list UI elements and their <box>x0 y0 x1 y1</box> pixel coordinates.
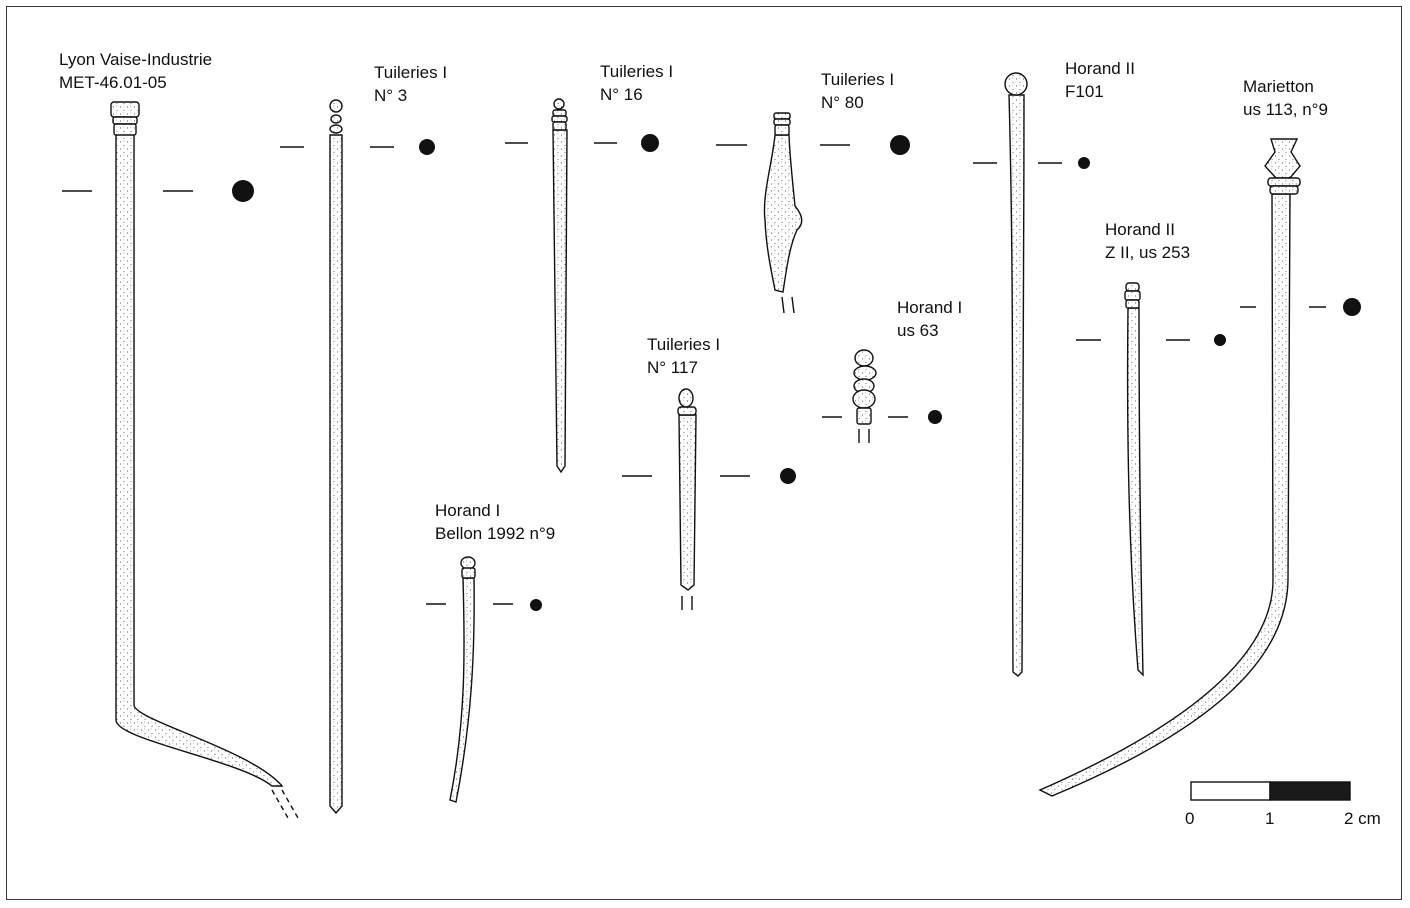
pin-horand1-us63 <box>852 349 877 443</box>
section-dot-t3 <box>419 139 435 155</box>
scale-label-one: 1 <box>1265 809 1275 828</box>
scale-segment-white <box>1190 781 1271 801</box>
pin-f101-shaft <box>1008 94 1025 677</box>
pin-tuileries-3 <box>329 99 343 815</box>
scale-bar <box>1190 781 1351 801</box>
pin-marietton-head <box>1264 138 1301 179</box>
scale-segment-black <box>1269 781 1351 801</box>
label-f101-site: Horand II <box>1065 59 1135 78</box>
scale-label-zero: 0 <box>1185 809 1195 828</box>
pin-z2-shaft <box>1126 307 1144 677</box>
pin-horand2-f101 <box>1004 72 1028 677</box>
label-bellon-ref: Bellon 1992 n°9 <box>435 524 556 543</box>
pin-t16-shaft <box>552 129 568 474</box>
label-tuileries-117: Tuileries I N° 117 <box>647 333 720 379</box>
label-us63-ref: us 63 <box>897 321 939 340</box>
pin-horand2-z2 <box>1124 282 1144 677</box>
section-dot-lyon <box>232 180 254 202</box>
section-dot-t80 <box>890 135 910 155</box>
section-dot-t117 <box>780 468 796 484</box>
label-t80-site: Tuileries I <box>821 70 895 89</box>
label-lyon-site: Lyon Vaise-Industrie <box>59 50 213 69</box>
pin-t3-shaft <box>329 134 343 815</box>
section-dot-f101 <box>1078 157 1090 169</box>
pin-tuileries-117 <box>677 388 697 610</box>
label-horand1-bellon: Horand I Bellon 1992 n°9 <box>435 499 555 545</box>
section-dot-bellon <box>530 599 542 611</box>
pin-tuileries-16 <box>551 98 568 474</box>
label-horand2-z2: Horand II Z II, us 253 <box>1105 218 1190 264</box>
pin-t117-shaft <box>678 414 697 591</box>
label-tuileries-3: Tuileries I N° 3 <box>374 61 447 107</box>
section-dot-z2 <box>1214 334 1226 346</box>
pin-marietton <box>1038 138 1301 797</box>
pin-lyon-head <box>110 101 140 118</box>
label-marietton-site: Marietton <box>1243 77 1314 96</box>
label-t3-ref: N° 3 <box>374 86 408 105</box>
label-horand1-us63: Horand I us 63 <box>897 296 962 342</box>
pin-lyon-vaise <box>110 101 299 819</box>
label-t117-site: Tuileries I <box>647 335 721 354</box>
label-lyon-ref: MET-46.01-05 <box>59 73 167 92</box>
pin-f101-head <box>1004 72 1028 96</box>
label-z2-site: Horand II <box>1105 220 1175 239</box>
section-dot-t16 <box>641 134 659 152</box>
pin-bellon-shaft <box>449 577 475 803</box>
pin-marietton-shaft <box>1038 193 1291 797</box>
pin-lyon-shaft <box>115 133 284 787</box>
label-t3-site: Tuileries I <box>374 63 448 82</box>
label-t16-ref: N° 16 <box>600 85 643 104</box>
scale-label-two: 2 cm <box>1344 809 1381 828</box>
label-tuileries-16: Tuileries I N° 16 <box>600 60 673 106</box>
section-dot-us63 <box>928 410 942 424</box>
label-bellon-site: Horand I <box>435 501 501 520</box>
label-marietton-ref: us 113, n°9 <box>1243 100 1328 119</box>
label-horand2-f101: Horand II F101 <box>1065 57 1135 103</box>
figure-frame <box>6 6 1402 900</box>
section-markers <box>62 142 1326 605</box>
label-tuileries-80: Tuileries I N° 80 <box>821 68 894 114</box>
pin-horand1-bellon <box>449 556 476 803</box>
section-dots <box>232 134 1361 611</box>
pin-t80-shaft <box>763 134 803 293</box>
label-marietton: Marietton us 113, n°9 <box>1243 75 1328 121</box>
section-dot-marietton <box>1343 298 1361 316</box>
label-z2-ref: Z II, us 253 <box>1105 243 1191 262</box>
label-lyon-vaise: Lyon Vaise-Industrie MET-46.01-05 <box>59 48 212 94</box>
label-us63-site: Horand I <box>897 298 963 317</box>
label-t16-site: Tuileries I <box>600 62 674 81</box>
label-t117-ref: N° 117 <box>647 358 698 377</box>
label-t80-ref: N° 80 <box>821 93 864 112</box>
pin-tuileries-80 <box>763 112 803 314</box>
label-f101-ref: F101 <box>1065 82 1104 101</box>
